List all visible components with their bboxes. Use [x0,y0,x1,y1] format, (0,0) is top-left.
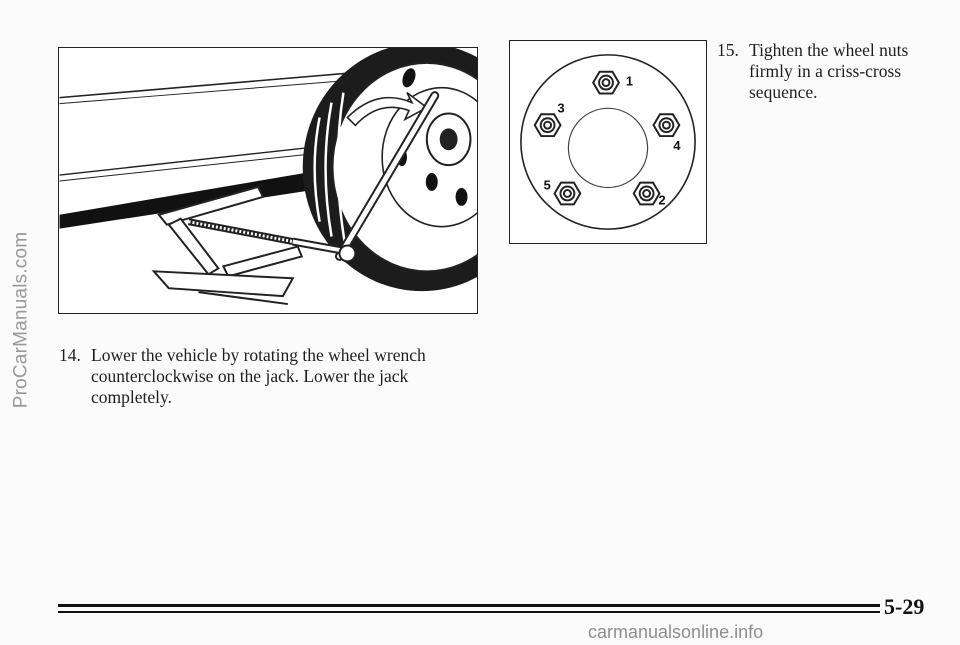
jack-figure [58,47,478,314]
side-watermark-text: ProCarManuals.com [10,231,32,409]
page-number: 5-29 [884,594,925,619]
step-14: 14. Lower the vehicle by rotating the wh… [59,345,479,408]
lug-label-5: 5 [544,178,551,193]
side-watermark: ProCarManuals.com [6,40,36,600]
footer-rule [58,604,880,607]
lug-label-3: 3 [558,100,565,115]
lug-label-1: 1 [626,74,633,89]
step-text: Lower the vehicle by rotating the wheel … [91,345,426,407]
lug-label-2: 2 [658,192,665,207]
jack-and-wheel-wrench-illustration-icon [59,48,477,306]
bottom-watermark: carmanualsonline.info [588,622,764,642]
footer-rule [58,611,880,613]
step-number: 15. [717,40,739,60]
step-15: 15. Tighten the wheel nuts firmly in a c… [717,40,947,103]
step-text: Tighten the wheel nuts firmly in a criss… [749,40,909,102]
lug-pattern-figure: 1 2 3 4 5 [509,40,707,244]
step-number: 14. [59,345,81,365]
lug-nut-sequence-diagram-icon: 1 2 3 4 5 [520,54,696,230]
lug-label-4: 4 [673,138,681,153]
